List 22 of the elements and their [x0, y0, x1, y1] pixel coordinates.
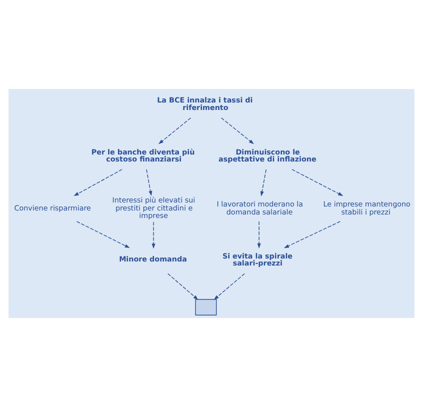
node-text: Si evita la spirale salari-prezzi	[222, 250, 293, 268]
arrow	[74, 168, 122, 196]
node-text: Le imprese mantengono stabili i prezzi	[323, 198, 410, 216]
arrow	[158, 117, 192, 144]
arrow	[152, 221, 156, 248]
arrow	[146, 168, 152, 196]
arrow	[284, 220, 340, 248]
arrow	[257, 220, 261, 248]
arrow	[292, 168, 344, 196]
node-text: Conviene risparmiare	[14, 202, 91, 212]
node-text: Minore domanda	[119, 254, 187, 264]
arrow	[221, 117, 254, 144]
node-text: Per le banche diventa più costoso finanziarsi	[91, 146, 195, 164]
arrow	[214, 272, 245, 300]
arrow	[260, 168, 266, 196]
node-text: Diminuiscono le aspettative di inflazione	[218, 146, 316, 164]
node-box	[195, 298, 217, 315]
arrow	[76, 220, 130, 248]
arrow	[168, 272, 198, 300]
node-text: I lavoratori moderano la domanda salariale	[216, 198, 303, 216]
node-text: Interessi più elevati sui prestiti per cittadini e imprese	[112, 194, 196, 220]
node-text: La BCE innalza i tassi di riferimento	[157, 95, 253, 112]
